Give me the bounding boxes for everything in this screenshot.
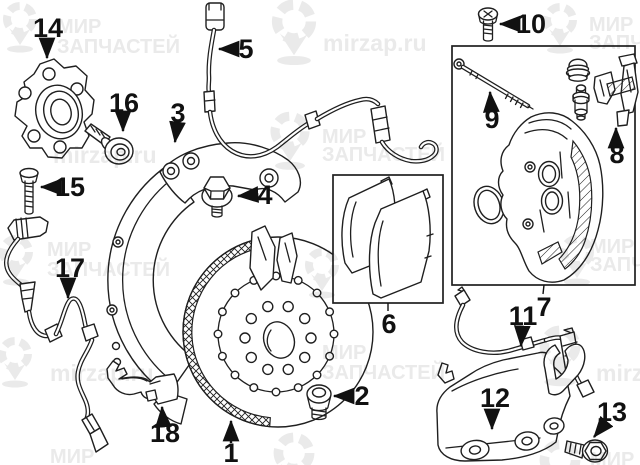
watermark-brand: ЗАПЧАСТЕЙ bbox=[590, 252, 640, 276]
callout-13-arrow bbox=[593, 415, 614, 438]
watermark-brand: МИР bbox=[57, 16, 101, 38]
watermark-brand: ЗАПЧАСТЕЙ bbox=[57, 34, 180, 58]
watermark-site: mirzap.ru bbox=[53, 142, 157, 168]
watermark-logo bbox=[278, 437, 309, 465]
callout-7-leader bbox=[542, 284, 545, 295]
callout-7: 7 bbox=[536, 292, 551, 322]
watermark-brand: ЗАПЧАСТЕЙ bbox=[47, 257, 170, 281]
part-bolt-15 bbox=[19, 167, 39, 215]
part-caliper-group bbox=[451, 45, 639, 286]
part-pad-clip bbox=[593, 53, 639, 127]
part-wear-sensor-front bbox=[203, 2, 439, 164]
callout-12: 12 bbox=[480, 383, 510, 413]
callout-18-arrow bbox=[155, 405, 172, 428]
part-hub-bolt bbox=[84, 123, 134, 165]
part-set-screw bbox=[306, 384, 332, 421]
part-shield-bolt bbox=[201, 176, 233, 218]
callout-16: 16 bbox=[109, 88, 139, 118]
watermark-brand: МИР bbox=[590, 236, 634, 258]
callout-13: 13 bbox=[597, 397, 627, 427]
callout-9: 9 bbox=[484, 104, 499, 134]
part-brake-pads bbox=[332, 174, 444, 304]
part-piston-seal bbox=[473, 185, 505, 225]
part-caliper-screw bbox=[477, 7, 499, 42]
watermark-brand: МИР bbox=[590, 449, 634, 465]
watermark-brand: ЗАПЧАСТЕЙ bbox=[589, 30, 640, 54]
callout-3-arrow bbox=[169, 120, 186, 144]
watermark-logo bbox=[7, 6, 33, 53]
callout-6: 6 bbox=[381, 309, 396, 339]
watermark-brand: МИР bbox=[47, 239, 91, 261]
part-sensor-bracket bbox=[106, 360, 179, 405]
part-guide-pin bbox=[453, 58, 534, 110]
watermark-layer: МИР ЗАПЧАСТЕЙ mirzap.ru МИР ЗАПЧАСТЕЙ mi… bbox=[2, 5, 640, 465]
callouts: 1 2 3 4 5 6 7 8 9 10 11 12 13 14 15 16 1 bbox=[33, 9, 627, 465]
callout-9-arrow bbox=[482, 90, 500, 113]
callout-1: 1 bbox=[223, 438, 238, 465]
watermark-site: mirzap.ru bbox=[50, 360, 154, 386]
part-bleeder-cap bbox=[565, 58, 591, 82]
callout-14: 14 bbox=[33, 13, 63, 43]
part-wheel-hub bbox=[14, 58, 95, 159]
callout-5: 5 bbox=[238, 34, 253, 64]
callout-3: 3 bbox=[170, 98, 185, 128]
watermark-logo bbox=[544, 444, 575, 465]
watermark-brand: МИР bbox=[50, 446, 94, 465]
callout-4: 4 bbox=[257, 180, 272, 210]
watermark-site: mirzap.ru bbox=[596, 360, 640, 386]
callout-17: 17 bbox=[55, 253, 85, 283]
watermark-logo bbox=[2, 341, 28, 388]
callout-8: 8 bbox=[609, 139, 624, 169]
watermark-logo bbox=[277, 5, 311, 65]
callout-2: 2 bbox=[354, 381, 369, 411]
callout-4-arrow bbox=[236, 186, 259, 203]
callout-15: 15 bbox=[55, 172, 85, 202]
part-plate-bolt bbox=[564, 439, 609, 463]
watermark-brand: МИР bbox=[589, 14, 633, 36]
watermark-brand: ЗАПЧАСТЕЙ bbox=[322, 142, 445, 166]
callout-11-arrow bbox=[513, 325, 531, 348]
watermark-brand: ЗАПЧАСТЕЙ bbox=[322, 360, 445, 384]
part-shield-arms bbox=[249, 225, 298, 291]
watermark-site: mirzap.ru bbox=[323, 30, 427, 56]
part-bleeder-valve bbox=[572, 84, 590, 121]
watermark-brand: МИР bbox=[322, 126, 366, 148]
watermark-brand: МИР bbox=[322, 342, 366, 364]
callout-10: 10 bbox=[516, 9, 546, 39]
callout-11: 11 bbox=[509, 301, 538, 331]
callout-18: 18 bbox=[150, 418, 180, 448]
